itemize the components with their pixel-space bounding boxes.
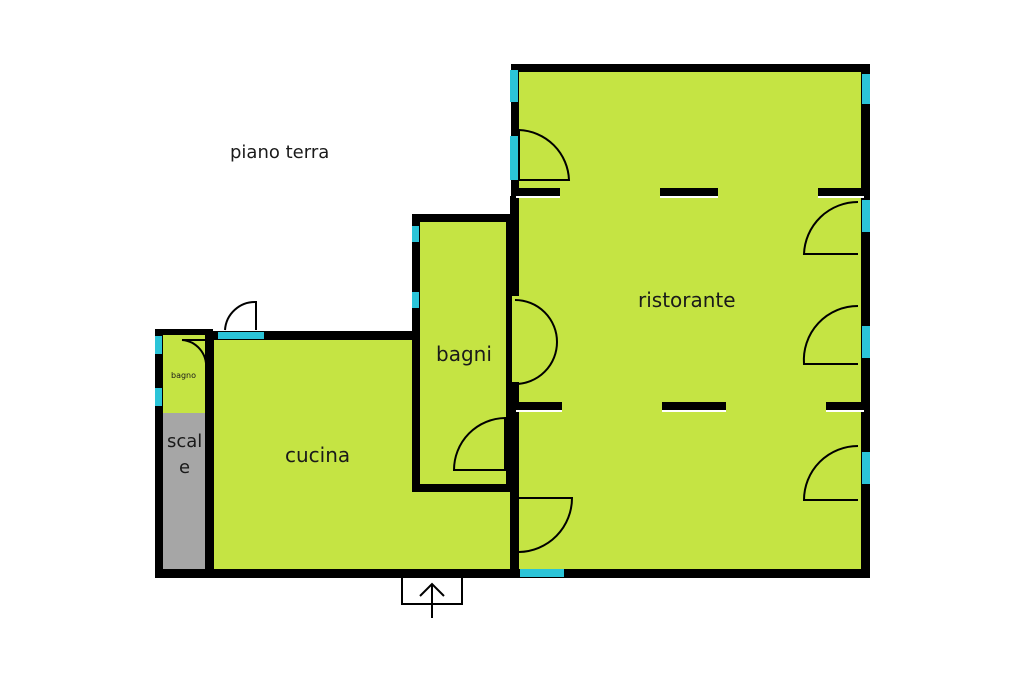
window-rist-right-2 [862, 200, 870, 232]
wall-cucina-top [208, 331, 418, 340]
floor-label: piano terra [230, 142, 329, 163]
label-cucina: cucina [285, 443, 350, 467]
window-rist-left-1 [510, 70, 518, 102]
doors [181, 128, 859, 553]
window-bagno-1 [155, 336, 162, 354]
partition-highlights [516, 196, 864, 412]
wall-ristorante-right [861, 64, 870, 578]
wall-bagno-top [157, 329, 213, 335]
door-rist-right-2 [802, 304, 859, 365]
door-bagni [452, 416, 506, 471]
window-rist-left-2 [510, 136, 518, 180]
door-bagno [181, 339, 208, 369]
wall-bottom [157, 569, 870, 578]
door-rist-top-left [518, 128, 571, 181]
windows [155, 70, 870, 577]
wall-cucina-left [205, 331, 214, 577]
window-rist-right-3 [862, 326, 870, 358]
partition-4 [516, 402, 562, 410]
door-rist-right-1 [802, 201, 859, 255]
window-bagno-2 [155, 388, 162, 406]
wall-ristorante-lower-left [510, 196, 519, 296]
partition-3 [818, 188, 864, 196]
door-rist-right-3 [802, 445, 859, 501]
label-ristorante: ristorante [638, 288, 736, 312]
wall-bagno-left [155, 329, 163, 578]
window-cucina-top [218, 332, 264, 339]
door-rist-bottom-left [518, 497, 574, 553]
room-cucina [210, 337, 515, 574]
partition-6 [826, 402, 864, 410]
door-cucina-top [224, 300, 257, 331]
wall-ristorante-lower-left-2 [510, 382, 519, 572]
wall-bagni-top [412, 214, 516, 222]
wall-bagni-right [506, 214, 512, 492]
label-bagno: bagno [171, 371, 196, 380]
entrance-arrow-icon [401, 578, 463, 618]
partition-5 [662, 402, 726, 410]
partition-2 [660, 188, 718, 196]
wall-ristorante-top [511, 64, 870, 72]
room-fills [160, 70, 864, 574]
room-scale [163, 413, 207, 573]
partition-1 [516, 188, 560, 196]
window-rist-right-1 [862, 74, 870, 104]
label-scale-1: scal [167, 431, 202, 452]
door-bagni-2 [514, 299, 558, 385]
label-scale-2: e [179, 457, 190, 478]
wall-bagni-left [412, 214, 420, 492]
window-bagni-1 [412, 226, 419, 242]
window-rist-bottom [520, 569, 564, 577]
window-rist-right-4 [862, 452, 870, 484]
room-bagno [160, 333, 210, 413]
wall-bagni-bottom [412, 484, 516, 492]
window-bagni-2 [412, 292, 419, 308]
label-bagni: bagni [436, 342, 492, 366]
